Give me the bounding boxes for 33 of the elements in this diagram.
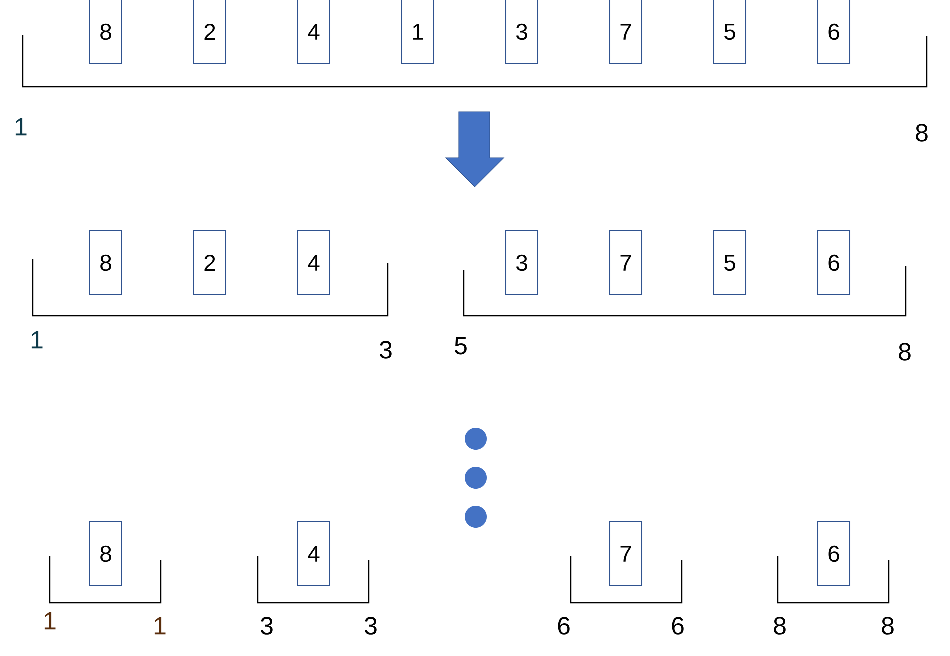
index-label: 5 (455, 337, 467, 355)
index-label: 1 (32, 331, 43, 349)
number-box: 8 (90, 522, 122, 586)
index-label: 1 (44, 612, 56, 630)
number-box: 1 (402, 0, 434, 64)
index-label: 3 (365, 617, 377, 635)
number-box: 8 (90, 230, 122, 296)
number-box: 2 (194, 230, 226, 296)
index-label: 1 (16, 118, 27, 136)
number-box: 7 (610, 0, 642, 64)
number-box: 3 (506, 0, 538, 64)
number-box: 3 (506, 230, 538, 296)
number-box: 4 (298, 230, 330, 296)
number-box: 7 (610, 522, 642, 586)
number-box: 7 (610, 230, 642, 296)
number-box: 4 (298, 522, 330, 586)
index-label: 8 (882, 617, 894, 635)
index-label: 8 (916, 124, 928, 142)
index-label: 1 (154, 617, 166, 635)
number-box: 6 (818, 230, 850, 296)
index-label: 6 (672, 617, 684, 635)
number-box: 5 (714, 0, 746, 64)
index-label: 3 (261, 617, 273, 635)
number-box: 5 (714, 230, 746, 296)
number-box: 6 (818, 0, 850, 64)
number-box: 8 (90, 0, 122, 64)
number-box: 2 (194, 0, 226, 64)
index-label: 8 (774, 617, 786, 635)
number-box: 4 (298, 0, 330, 64)
number-box: 6 (818, 522, 850, 586)
index-label: 8 (899, 343, 911, 361)
index-label: 3 (380, 341, 392, 359)
index-label: 6 (558, 617, 570, 635)
